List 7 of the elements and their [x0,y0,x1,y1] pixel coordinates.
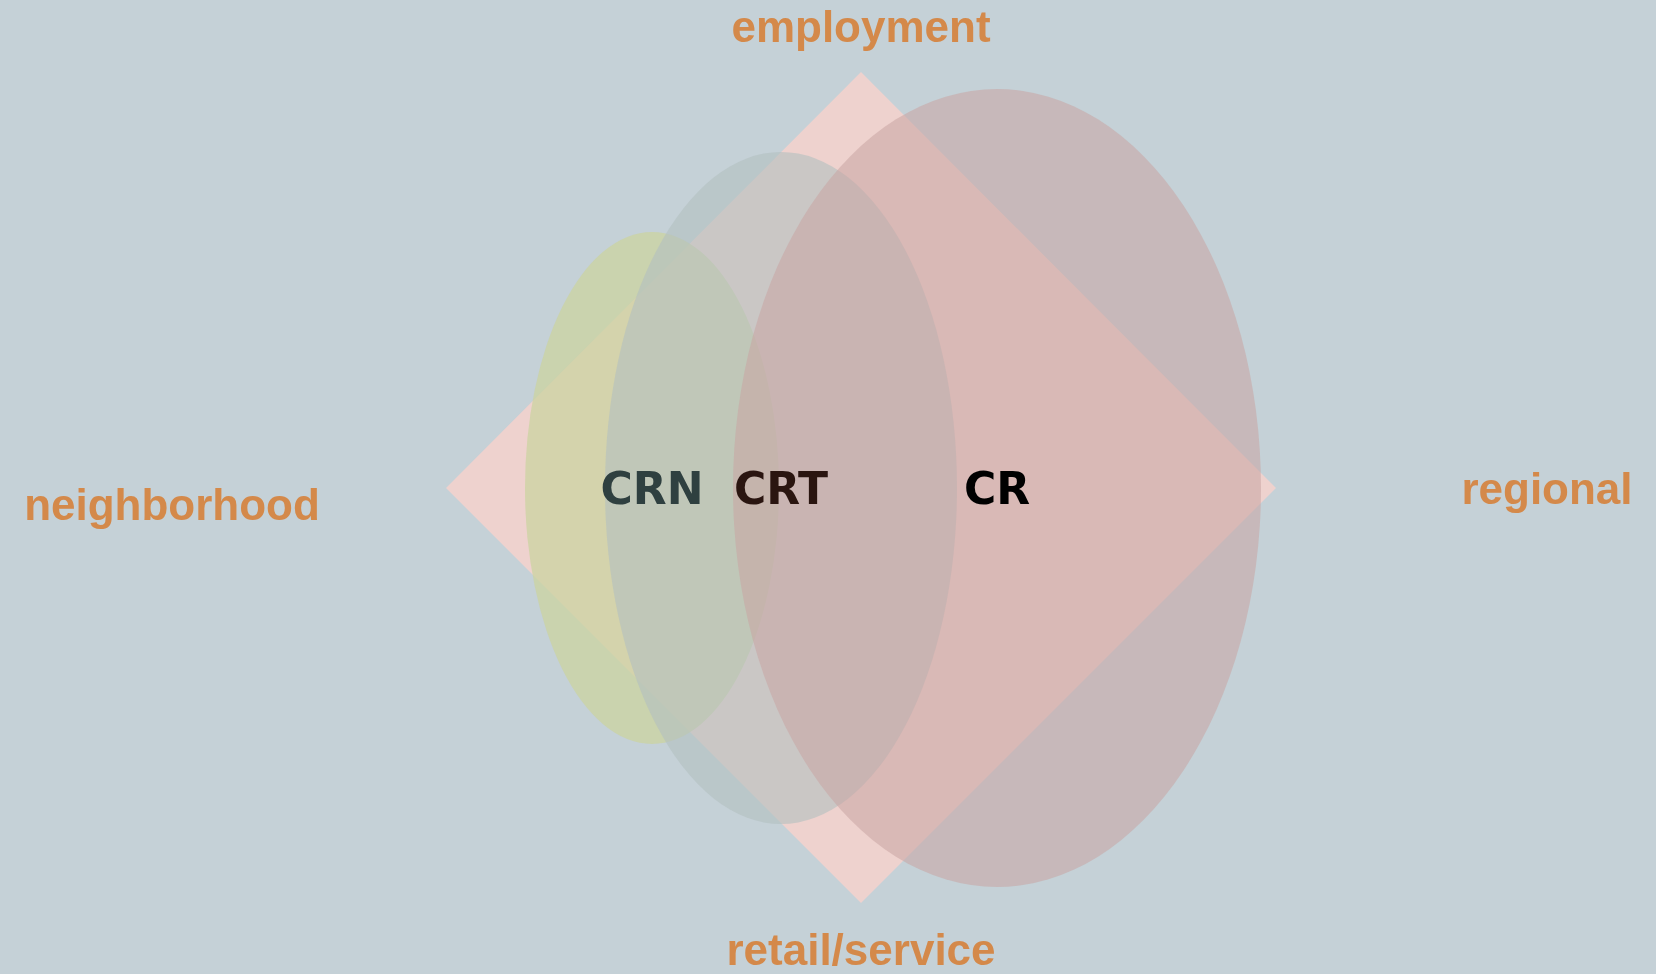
set-label: CRN [600,462,704,514]
set-label: CR [963,462,1031,514]
axis-label: regional [1461,464,1633,514]
axis-label: retail/service [726,925,996,974]
axis-label: neighborhood [24,480,320,530]
axis-label: employment [731,2,991,52]
set-label: CRT [733,462,829,514]
